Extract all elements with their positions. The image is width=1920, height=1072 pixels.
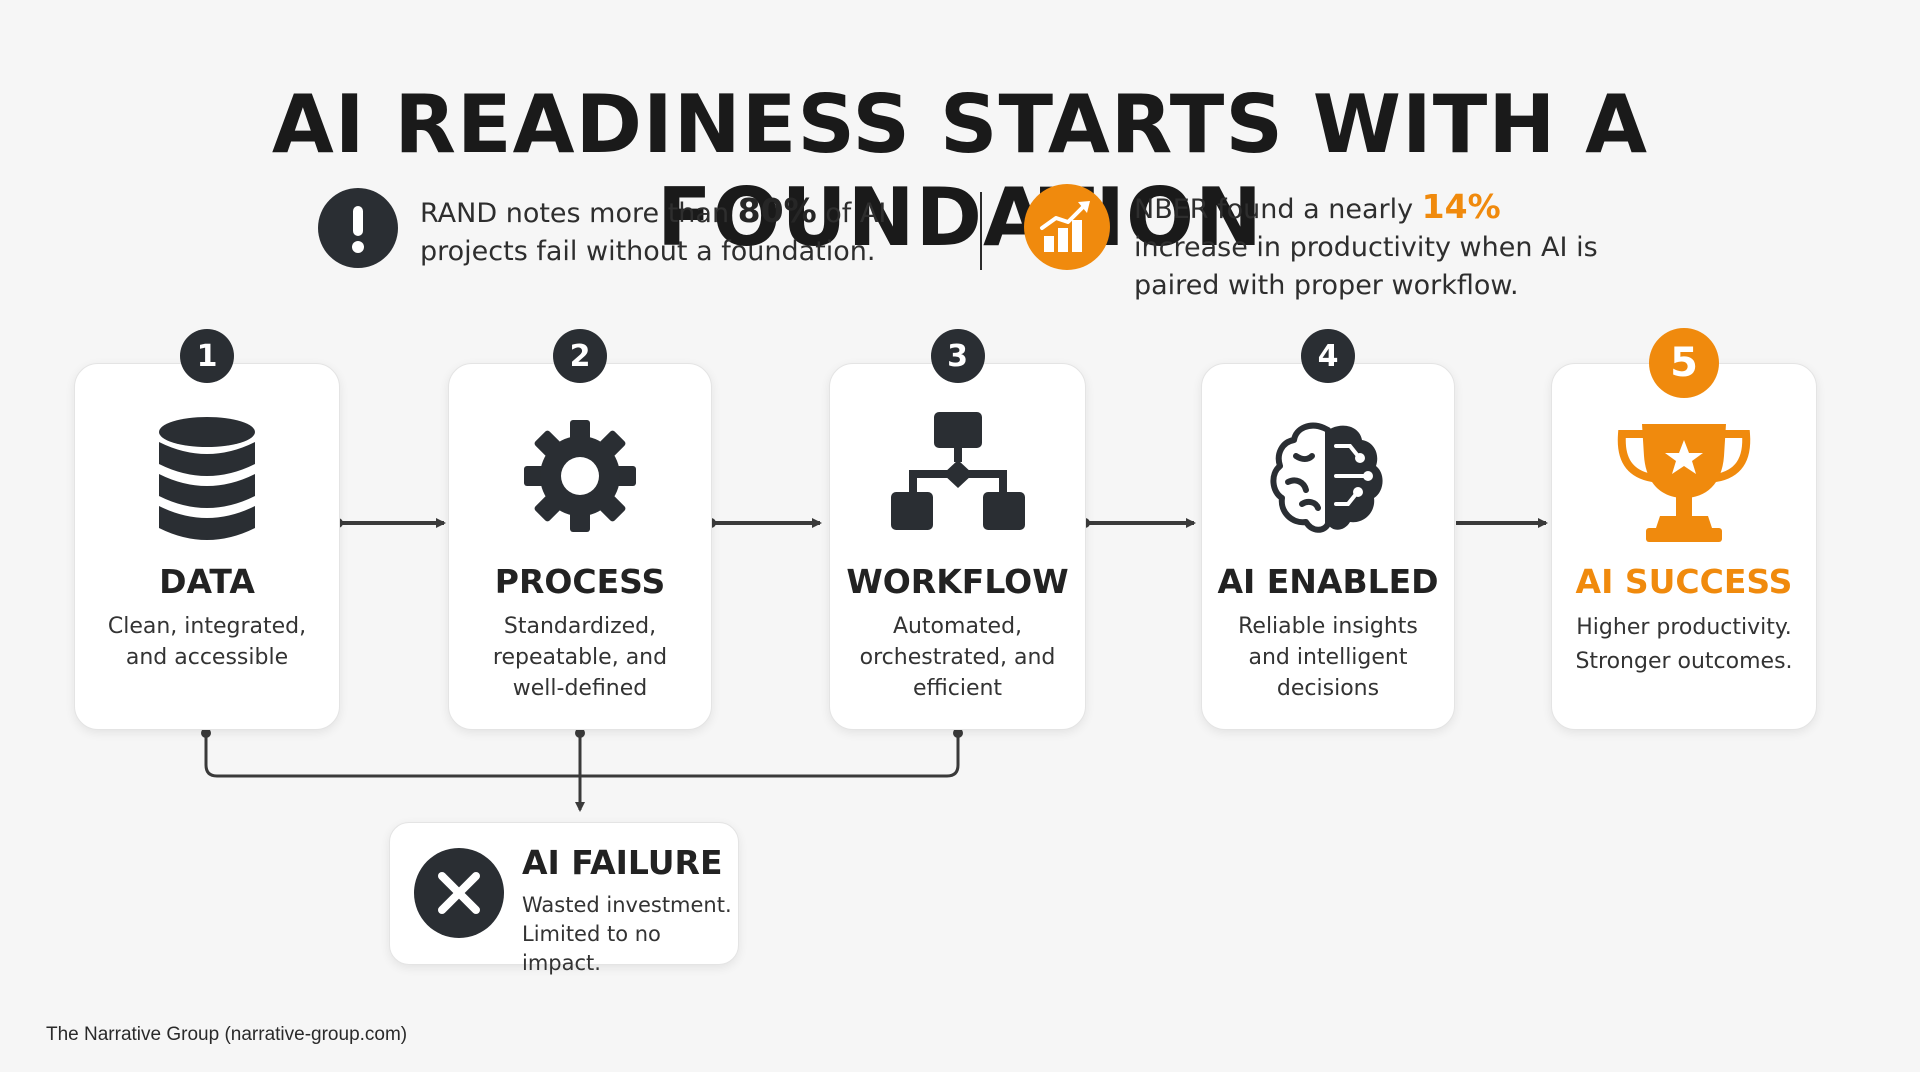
step-desc-ai-enabled: Reliable insights and intelligent decisi… — [1238, 614, 1418, 701]
stat-rand-pre: RAND notes more than — [420, 198, 738, 229]
failure-bracket — [201, 728, 963, 812]
bar-chart-growth-icon — [1024, 184, 1110, 270]
step-desc-process: Standardized, repeatable, and well-defin… — [492, 614, 668, 701]
gear-icon — [520, 416, 640, 540]
failure-title: AI FAILURE — [522, 843, 723, 882]
step-title-ai-enabled: AI ENABLED — [1217, 562, 1439, 601]
stat-nber-post: increase in productivity when AI is pair… — [1134, 232, 1598, 301]
step-card-workflow: 3 WORKFLOW Automated, orchestrated, and … — [829, 329, 1086, 730]
stat-rand-post: of AI projects fail without a foundation… — [420, 198, 887, 267]
arrow-3-4 — [1080, 518, 1196, 528]
stat-nber: NBER found a nearly 14% increase in prod… — [1024, 184, 1614, 305]
step-badge-3: 3 — [930, 329, 985, 383]
step-badge-5: 5 — [1649, 328, 1719, 398]
stat-nber-text: NBER found a nearly 14% increase in prod… — [1134, 188, 1614, 305]
stat-rand: RAND notes more than 80% of AI projects … — [318, 188, 950, 271]
footer-credit: The Narrative Group (narrative-group.com… — [46, 1024, 408, 1045]
step-badge-2: 2 — [553, 329, 607, 383]
step-card-ai-success: 5 AI SUCCESS Higher productivity. Strong… — [1551, 328, 1817, 730]
arrow-1-2 — [333, 518, 446, 528]
trophy-icon — [1614, 420, 1754, 550]
stat-nber-pre: NBER found a nearly — [1134, 194, 1422, 225]
x-icon — [414, 848, 504, 938]
brain-circuit-icon — [1266, 416, 1390, 544]
page-title: AI READINESS STARTS WITH A FOUNDATION — [271, 78, 1649, 264]
step-title-data: DATA — [159, 562, 255, 601]
stat-nber-highlight: 14% — [1421, 187, 1501, 226]
failure-card: AI FAILURE Wasted investment. Limited to… — [389, 822, 739, 975]
step-desc-workflow: Automated, orchestrated, and efficient — [859, 614, 1056, 701]
step-desc-data: Clean, integrated, and accessible — [107, 614, 307, 670]
step-card-data: 1 DATA Clean, integrated, and accessible — [74, 329, 340, 730]
stats-divider — [980, 192, 982, 270]
workflow-icon — [890, 412, 1025, 536]
step-card-process: 2 PROCESS Standardized, repeatable, and … — [448, 329, 712, 730]
step-title-process: PROCESS — [494, 562, 666, 601]
database-icon — [157, 416, 257, 550]
exclamation-icon — [318, 188, 398, 268]
step-title-ai-success: AI SUCCESS — [1575, 562, 1793, 601]
failure-desc: Wasted investment. Limited to no impact. — [522, 893, 732, 975]
arrow-2-3 — [706, 518, 822, 528]
stat-rand-highlight: 80% — [737, 191, 817, 230]
step-desc-ai-success: Higher productivity. Stronger outcomes. — [1575, 615, 1793, 674]
step-badge-4: 4 — [1301, 329, 1355, 383]
stat-rand-text: RAND notes more than 80% of AI projects … — [420, 192, 950, 271]
step-badge-1: 1 — [180, 329, 234, 383]
step-title-workflow: WORKFLOW — [846, 562, 1069, 601]
step-card-ai-enabled: 4 AI ENABLED Reliable insights and intel… — [1201, 329, 1455, 730]
